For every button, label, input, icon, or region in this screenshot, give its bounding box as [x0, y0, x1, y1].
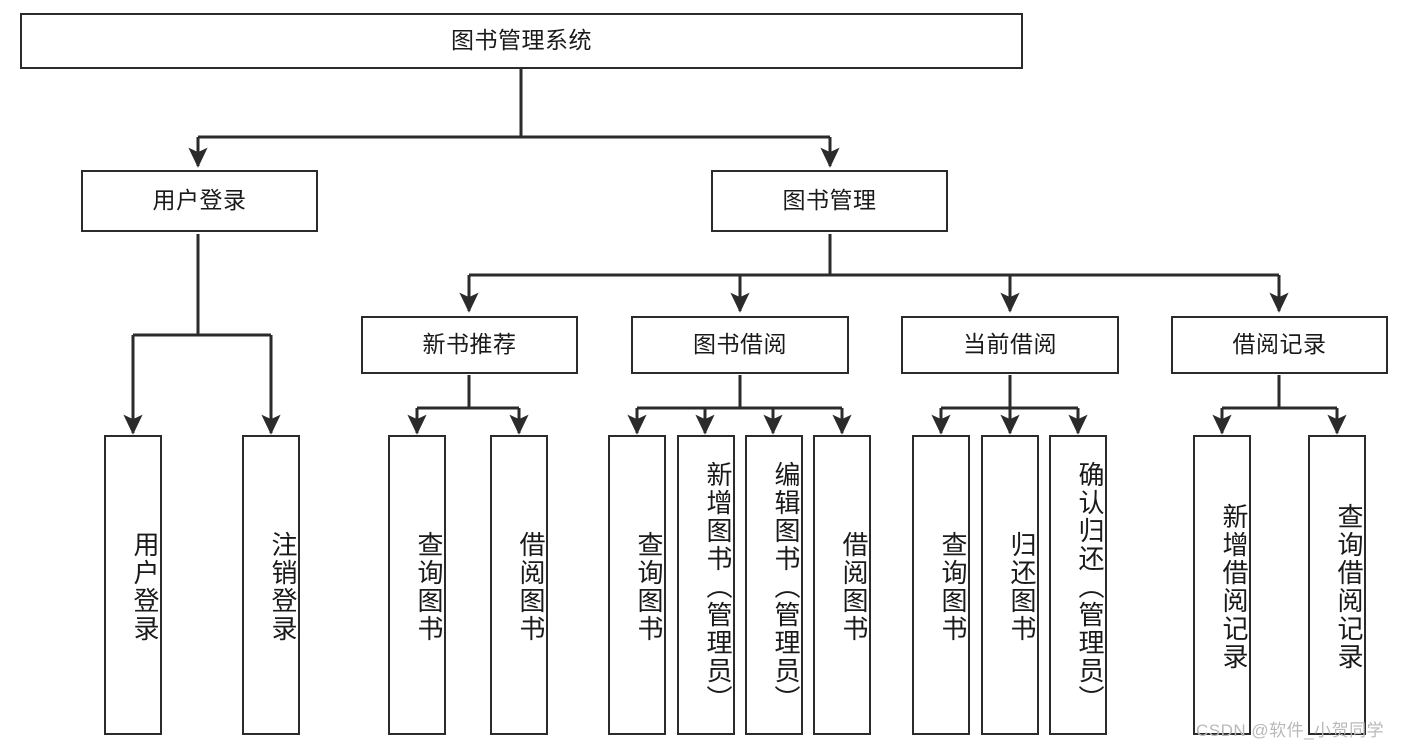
node-book-management[interactable]: 图书管理 [711, 170, 948, 232]
node-label: 借阅图书 [839, 531, 869, 643]
leaf-current-borrow-query[interactable]: 查询图书 [912, 435, 970, 735]
leaf-book-borrow-add[interactable]: 新增图书（管理员） [677, 435, 735, 735]
node-user-login[interactable]: 用户登录 [81, 170, 318, 232]
node-label: 用户登录 [152, 187, 247, 214]
node-label: 新增借阅记录 [1219, 503, 1249, 671]
node-label: 查询图书 [414, 531, 444, 643]
node-label: 图书管理系统 [451, 27, 592, 54]
node-label: 图书借阅 [693, 331, 787, 358]
leaf-book-borrow-lend[interactable]: 借阅图书 [813, 435, 871, 735]
csdn-watermark: CSDN @软件_小贺同学 [1196, 721, 1385, 740]
leaf-borrow-record-query[interactable]: 查询借阅记录 [1308, 435, 1366, 735]
node-label: 图书管理 [782, 187, 877, 214]
node-label: 当前借阅 [963, 331, 1057, 358]
node-borrow-record[interactable]: 借阅记录 [1171, 316, 1388, 374]
node-label: 查询图书 [634, 531, 664, 643]
node-label: 查询借阅记录 [1334, 503, 1364, 671]
leaf-book-borrow-query[interactable]: 查询图书 [608, 435, 666, 735]
node-book-borrow[interactable]: 图书借阅 [631, 316, 849, 374]
leaf-book-borrow-edit[interactable]: 编辑图书（管理员） [745, 435, 803, 735]
leaf-new-book-borrow[interactable]: 借阅图书 [490, 435, 548, 735]
node-current-borrow[interactable]: 当前借阅 [901, 316, 1119, 374]
leaf-current-borrow-return[interactable]: 归还图书 [981, 435, 1039, 735]
node-label: 注销登录 [268, 531, 298, 643]
leaf-user-login-login[interactable]: 用户登录 [104, 435, 162, 735]
node-label: 借阅记录 [1232, 331, 1327, 358]
leaf-borrow-record-add[interactable]: 新增借阅记录 [1193, 435, 1251, 735]
node-label: 新增图书（管理员） [703, 461, 733, 713]
node-label: 新书推荐 [422, 331, 517, 358]
node-label: 确认归还（管理员） [1075, 461, 1105, 713]
node-root-system[interactable]: 图书管理系统 [20, 13, 1023, 69]
node-label: 用户登录 [130, 531, 160, 643]
node-label: 编辑图书（管理员） [771, 461, 801, 713]
leaf-user-login-logout[interactable]: 注销登录 [242, 435, 300, 735]
leaf-new-book-query[interactable]: 查询图书 [388, 435, 446, 735]
node-label: 归还图书 [1007, 531, 1037, 643]
node-label: 借阅图书 [516, 531, 546, 643]
node-new-book-recommend[interactable]: 新书推荐 [361, 316, 578, 374]
leaf-current-borrow-confirm[interactable]: 确认归还（管理员） [1049, 435, 1107, 735]
node-label: 查询图书 [938, 531, 968, 643]
